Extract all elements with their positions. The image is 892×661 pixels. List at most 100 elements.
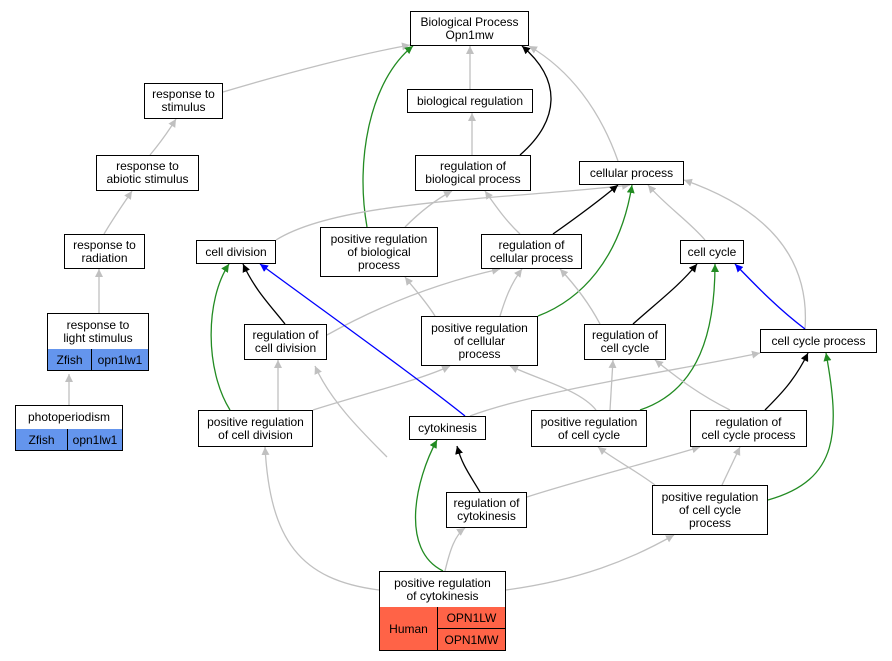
node-line: process — [357, 257, 401, 272]
node-response-to-light-stimulus: response to light stimulus Zfish opn1lw1 — [47, 313, 149, 371]
node-response-to-abiotic-stimulus: response to abiotic stimulus — [96, 155, 199, 191]
edge — [222, 42, 411, 93]
gene-cell: opn1lw1 — [68, 429, 122, 450]
node-line: response to — [73, 237, 136, 252]
node-line: of cytokinesis — [406, 588, 479, 603]
node-cell-division: cell division — [196, 240, 276, 264]
node-line: process — [688, 515, 732, 530]
node-line: regulation of — [591, 328, 659, 342]
node-line: cell cycle — [687, 244, 737, 259]
edge — [259, 263, 466, 417]
node-positive-regulation-of-cytokinesis: positive regulation of cytokinesis Human… — [379, 571, 506, 651]
edge — [103, 190, 133, 235]
edge — [767, 352, 834, 501]
node-positive-regulation-of-biological-process: positive regulation of biological proces… — [320, 227, 438, 277]
edge — [275, 181, 631, 241]
node-line: stimulus — [161, 100, 206, 114]
edge — [314, 365, 388, 458]
edge — [734, 263, 806, 330]
edge — [261, 446, 380, 591]
edge — [242, 263, 286, 325]
edge — [455, 445, 481, 493]
node-cellular-process: cellular process — [579, 161, 684, 185]
node-line: cytokinesis — [457, 509, 516, 523]
edge — [362, 45, 414, 228]
node-title: response to light stimulus — [48, 314, 148, 350]
node-line: positive regulation — [661, 489, 759, 504]
node-biological-regulation: biological regulation — [407, 89, 533, 113]
node-cell-cycle-process: cell cycle process — [760, 329, 877, 353]
node-regulation-of-cellular-process: regulation of cellular process — [481, 234, 582, 269]
edge — [537, 184, 635, 317]
node-line: response to — [116, 159, 179, 173]
node-line: process — [458, 346, 501, 361]
node-line: abiotic stimulus — [106, 172, 189, 186]
edge — [721, 446, 741, 486]
node-line: biological regulation — [416, 93, 524, 108]
node-line: of cell cycle — [557, 427, 621, 442]
node-title: positive regulation of cytokinesis — [380, 572, 505, 608]
node-positive-regulation-of-cell-division: positive regulation of cell division — [198, 410, 313, 447]
gene-cell: opn1lw1 — [92, 349, 148, 370]
node-line: of cellular — [453, 333, 506, 348]
node-line: cell cycle — [600, 341, 650, 355]
species-cell: Zfish — [48, 349, 92, 370]
node-positive-regulation-of-cellular-process: positive regulation of cellular process — [421, 316, 538, 366]
edge — [404, 190, 453, 228]
node-line: positive regulation — [207, 414, 304, 429]
edge — [404, 276, 436, 317]
node-line: response to — [152, 87, 215, 101]
node-line: light stimulus — [63, 330, 133, 345]
node-line: radiation — [81, 250, 128, 265]
node-line: of biological — [347, 244, 411, 259]
species-cell: Zfish — [16, 429, 68, 450]
gene-cell: OPN1MW — [438, 629, 505, 650]
node-cell-cycle: cell cycle — [680, 240, 744, 264]
node-regulation-of-cell-cycle-process: regulation of cell cycle process — [690, 410, 807, 447]
node-biological-process: Biological Process Opn1mw — [410, 11, 529, 46]
edge — [509, 365, 597, 411]
node-line: positive regulation — [431, 320, 528, 335]
node-line: regulation of — [252, 328, 319, 342]
node-response-to-stimulus: response to stimulus — [144, 83, 223, 119]
edge — [519, 45, 552, 156]
node-line: cell cycle process — [771, 333, 866, 348]
node-regulation-of-biological-process: regulation of biological process — [415, 155, 531, 191]
node-positive-regulation-of-cell-cycle-process: positive regulation of cell cycle proces… — [652, 485, 768, 535]
node-line: regulation of — [439, 159, 507, 173]
node-line: response to — [66, 317, 130, 332]
edge — [647, 184, 706, 241]
node-title: photoperiodism — [16, 406, 122, 430]
node-line: cellular process — [489, 250, 574, 265]
edge — [552, 184, 619, 235]
edge — [210, 263, 231, 411]
edge — [312, 365, 451, 411]
edge — [654, 359, 731, 411]
edge — [505, 534, 675, 591]
node-line: Biological Process — [420, 14, 519, 29]
edge — [764, 352, 809, 411]
edge — [149, 118, 177, 156]
node-line: regulation of — [453, 496, 520, 510]
node-line: cell division — [205, 244, 267, 259]
node-positive-regulation-of-cell-cycle: positive regulation of cell cycle — [531, 410, 647, 447]
edge — [632, 263, 698, 325]
edge — [526, 445, 701, 498]
node-line: positive regulation — [540, 414, 638, 429]
node-line: regulation of — [498, 237, 565, 252]
node-line: photoperiodism — [27, 410, 111, 424]
node-line: regulation of — [715, 414, 782, 429]
node-cytokinesis: cytokinesis — [409, 416, 486, 440]
node-regulation-of-cell-division: regulation of cell division — [244, 324, 327, 360]
node-line: cytokinesis — [418, 420, 477, 435]
edge — [683, 178, 807, 330]
node-line: positive regulation — [330, 231, 428, 246]
gene-cell: OPN1LW — [438, 607, 505, 629]
node-line: cell division — [254, 341, 317, 355]
node-line: cell cycle process — [701, 427, 796, 442]
edge — [639, 263, 719, 411]
edge — [484, 190, 521, 235]
edge — [414, 439, 444, 572]
